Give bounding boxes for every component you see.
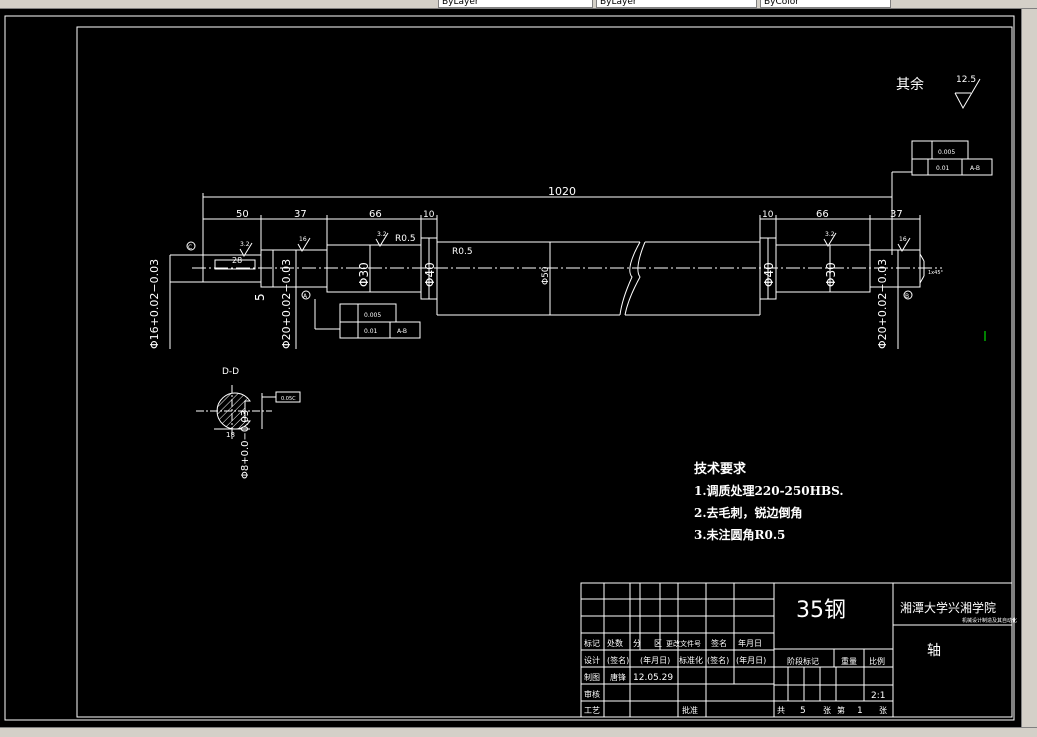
toolbar: ByLayer ByLayer ByColor [0, 0, 1037, 9]
row-design: 设计 [584, 655, 600, 665]
roughness-value: 12.5 [956, 75, 976, 85]
hdr-qu: 区 [654, 639, 662, 648]
section-tol-dim: Φ8+0.0−0.03 [240, 410, 251, 479]
section-view [196, 385, 301, 439]
title-block-grid [580, 582, 1013, 718]
right-end-note: 1x45° [928, 270, 944, 276]
hdr-sign: 签名 [711, 638, 727, 648]
dim-tol-16: Φ16+0.02−0.03 [148, 259, 161, 349]
hdr-mark: 标记 [584, 638, 600, 648]
rough-16a: 16 [299, 236, 307, 243]
sheet-current-unit: 张 [879, 706, 887, 715]
row-standard-sign: (签名) [707, 655, 729, 665]
vertical-scrollbar[interactable] [1021, 9, 1037, 727]
tf-top-row2-val: 0.01 [936, 165, 950, 172]
plotstyle-combo[interactable]: ByColor [760, 0, 891, 8]
dim-dia-30-left: Φ30 [357, 262, 371, 287]
scale-value: 2:1 [871, 691, 885, 701]
section-label: D-D [222, 367, 239, 377]
dim-tol-20-left: Φ20+0.02−0.03 [280, 259, 293, 349]
stage-label: 阶段标记 [787, 656, 819, 666]
datum-b: B [905, 293, 909, 300]
tolerance-frame-left [339, 303, 421, 339]
scale-label: 比例 [869, 656, 885, 666]
tech-req-item-3: 3.未注圆角R0.5 [694, 527, 785, 542]
tf-left-row1: 0.005 [364, 312, 381, 319]
part-name: 轴 [927, 643, 941, 659]
tf-left-row2-ref: A-B [397, 328, 407, 335]
dim-r05-b: R0.5 [452, 247, 473, 257]
datum-a: A [303, 293, 308, 300]
linetype-combo[interactable]: ByLayer [596, 0, 757, 8]
row-approve: 批准 [682, 705, 698, 715]
row-draw-name: 唐锋 [610, 672, 626, 682]
sheet-current: 1 [857, 706, 863, 716]
sheets-total-unit: 张 [823, 706, 831, 715]
horizontal-scrollbar[interactable] [0, 727, 1037, 737]
dim-key-depth: 5 [253, 293, 267, 301]
row-standard-date: (年月日) [736, 655, 766, 665]
dim-tol-20-right: Φ20+0.02−0.03 [876, 259, 889, 349]
row-draw: 制图 [584, 672, 600, 682]
dim-right-seg3: 66 [816, 209, 829, 220]
tech-req-item-2: 2.去毛刺，锐边倒角 [694, 505, 803, 520]
roughness-label: 其余 [896, 76, 924, 93]
dim-right-seg4: 10 [762, 210, 774, 220]
row-process: 工艺 [584, 706, 600, 715]
dim-dia-30-right: Φ30 [824, 262, 838, 287]
layer-combo[interactable]: ByLayer [438, 0, 593, 8]
tech-req-item-1: 1.调质处理220-250HBS. [694, 483, 844, 498]
hdr-fen: 分 [633, 639, 641, 648]
datum-symbols [186, 241, 913, 300]
dim-left-seg3: 66 [369, 209, 382, 220]
school-name: 湘潭大学兴湘学院 [900, 600, 996, 615]
dim-dia-50: Φ50 [541, 266, 551, 285]
roughness-marks [239, 232, 911, 257]
section-dim: 18 [226, 431, 235, 439]
sheets-total: 5 [800, 706, 806, 716]
roughness-symbol [954, 78, 981, 110]
shaft-outline [202, 237, 925, 316]
dim-left-seg4: 10 [423, 210, 435, 220]
tech-req-title: 技术要求 [694, 461, 747, 477]
rough-16b: 16 [899, 236, 907, 243]
row-draw-date: 12.05.29 [633, 673, 673, 683]
dim-left-seg1: 50 [236, 209, 249, 220]
datum-c: C [188, 244, 192, 251]
sheet-current-label: 第 [837, 705, 845, 715]
dim-left-seg2: 37 [294, 209, 307, 220]
dim-dia-40-left: Φ40 [423, 262, 437, 287]
dim-r05-a: R0.5 [395, 234, 416, 244]
section-tolerance: 0.05C [281, 396, 296, 402]
rough-32c: 3.2 [825, 231, 835, 238]
dim-key-length: 28 [232, 256, 242, 265]
hdr-change-doc: 更改文件号 [666, 639, 701, 648]
hdr-date: 年月日 [738, 638, 762, 648]
row-design-sign: (签名) [607, 655, 629, 665]
row-standard: 标准化 [679, 655, 703, 665]
rough-32a: 3.2 [240, 241, 250, 248]
row-review: 审核 [584, 689, 600, 699]
tf-left-row2-val: 0.01 [364, 328, 378, 335]
material: 35钢 [796, 598, 846, 623]
dim-dia-40-right: Φ40 [762, 262, 776, 287]
inner-frame [76, 26, 1013, 718]
dimension-lines [169, 171, 921, 349]
rough-32b: 3.2 [377, 231, 387, 238]
tolerance-frame-top-right [911, 140, 993, 176]
dim-right-seg2: 37 [890, 209, 903, 220]
tf-top-row1: 0.005 [938, 149, 955, 156]
sheets-total-label: 共 [777, 706, 785, 715]
weight-label: 重量 [841, 656, 857, 666]
row-design-date: (年月日) [640, 655, 670, 665]
dim-overall: 1020 [548, 185, 576, 198]
drawing-canvas[interactable]: 其余 12.5 [0, 9, 1021, 727]
outer-frame [4, 15, 1015, 721]
tf-top-row2-ref: A-B [970, 165, 980, 172]
hdr-count: 处数 [607, 638, 623, 648]
school-sub: 机械设计制造及其自动化 [962, 617, 1017, 624]
